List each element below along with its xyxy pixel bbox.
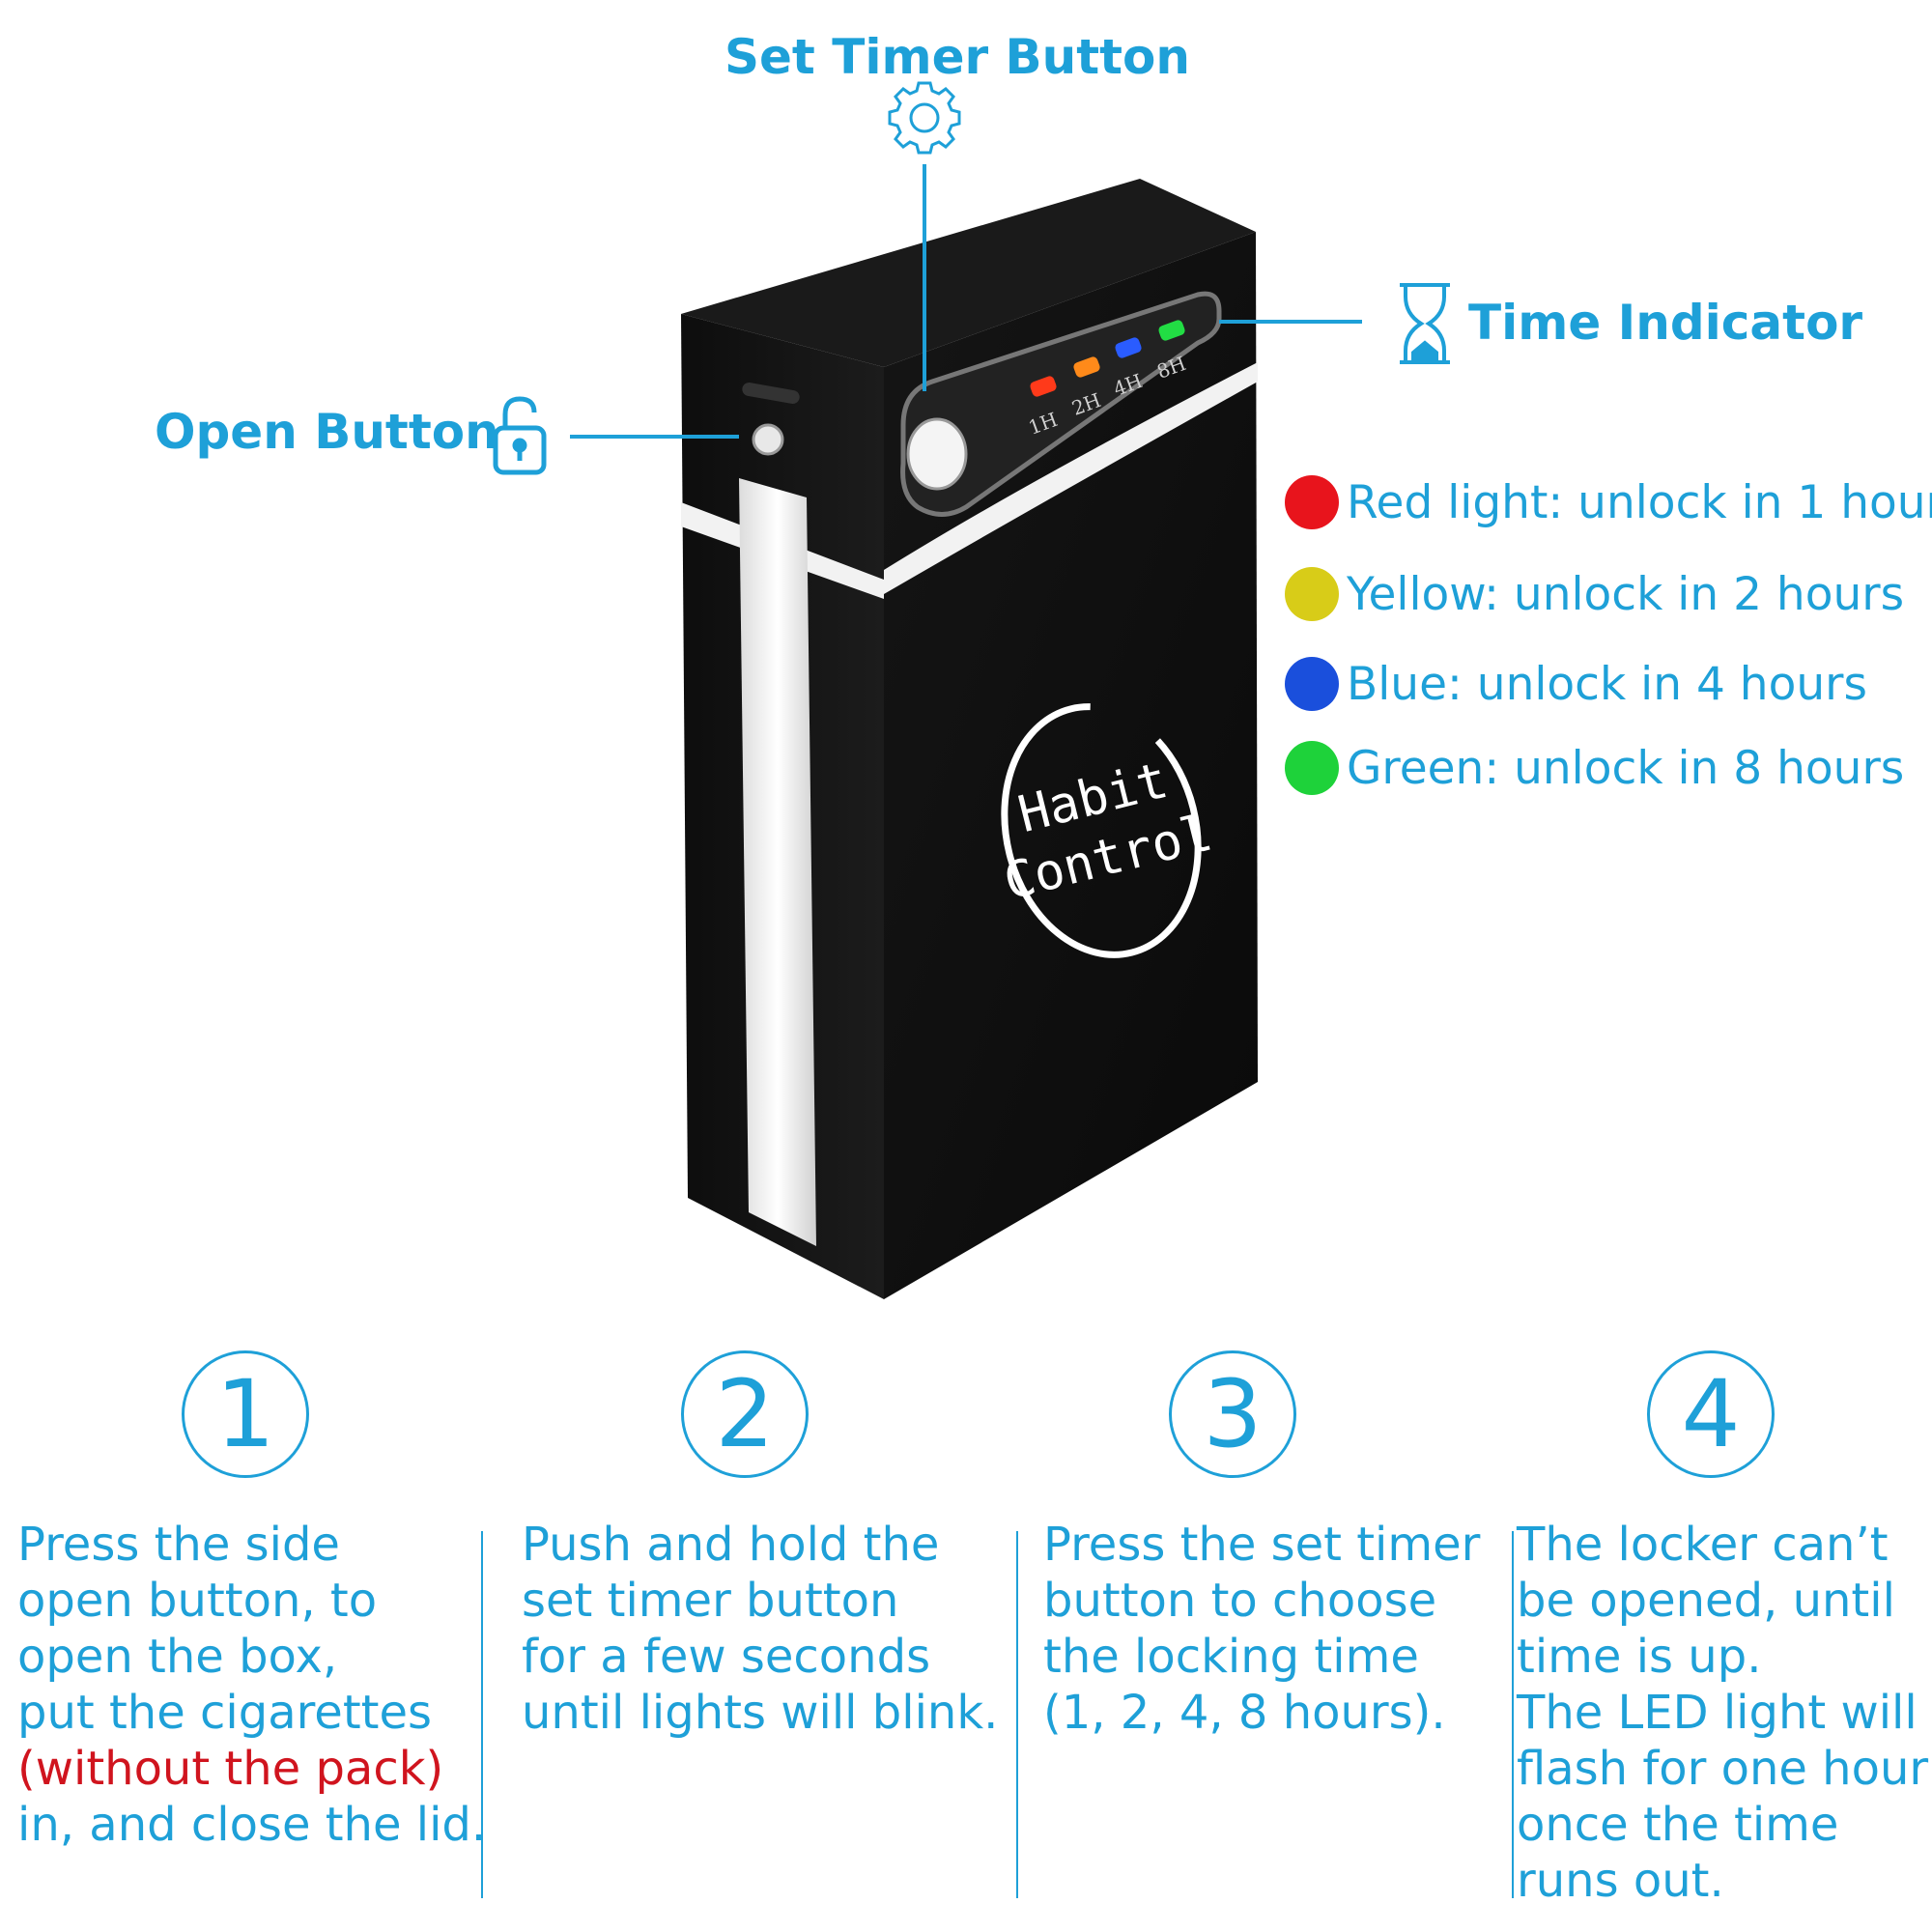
legend-text: Yellow: unlock in 2 hours xyxy=(1347,567,1905,621)
hourglass-icon xyxy=(1400,283,1450,364)
step-line: Press the set timer xyxy=(1043,1518,1481,1572)
step-divider-1 xyxy=(481,1531,483,1898)
step-line: open the box, xyxy=(17,1630,338,1684)
legend-row: Blue: unlock in 4 hours xyxy=(1285,655,1867,713)
step-line: open button, to xyxy=(17,1574,378,1628)
side-slot xyxy=(742,383,800,404)
legend-color-dot xyxy=(1285,657,1339,711)
set-timer-button xyxy=(906,417,968,491)
legend-row: Red light: unlock in 1 hour xyxy=(1285,473,1932,531)
side-strip xyxy=(739,478,816,1246)
led-1h xyxy=(1030,376,1057,397)
padlock-icon xyxy=(493,396,547,475)
step-line: button to choose xyxy=(1043,1574,1437,1628)
step-number-4: 4 xyxy=(1647,1350,1775,1478)
step-line: put the cigarettes xyxy=(17,1686,432,1740)
step-line: for a few seconds xyxy=(522,1630,931,1684)
device-top-face xyxy=(681,179,1256,367)
step-line: The locker can’t xyxy=(1517,1518,1889,1572)
legend-text: Blue: unlock in 4 hours xyxy=(1347,657,1867,711)
step-line: (without the pack) xyxy=(17,1742,444,1796)
step-line: (1, 2, 4, 8 hours). xyxy=(1043,1686,1446,1740)
legend-row: Green: unlock in 8 hours xyxy=(1285,739,1904,797)
step-line: Press the side xyxy=(17,1518,340,1572)
step-line: the locking time xyxy=(1043,1630,1419,1684)
legend-row: Yellow: unlock in 2 hours xyxy=(1285,565,1904,623)
gear-icon xyxy=(888,81,961,155)
led-8h xyxy=(1158,320,1185,341)
step-divider-3 xyxy=(1512,1531,1514,1898)
led-2h xyxy=(1073,356,1100,378)
open-button-callout: Open Button xyxy=(155,404,499,460)
step-number-3: 3 xyxy=(1169,1350,1296,1478)
step-number-2: 2 xyxy=(681,1350,809,1478)
lid-seam-front xyxy=(884,362,1258,594)
step-line: be opened, until xyxy=(1517,1574,1895,1628)
step-line: time is up. xyxy=(1517,1630,1762,1684)
step-number-1: 1 xyxy=(182,1350,309,1478)
set-timer-callout: Set Timer Button xyxy=(724,29,1191,85)
time-indicator-callout: Time Indicator xyxy=(1468,295,1863,351)
step-line: in, and close the lid. xyxy=(17,1798,487,1852)
step-line: Push and hold the xyxy=(522,1518,940,1572)
side-open-button xyxy=(752,423,784,456)
legend-text: Green: unlock in 8 hours xyxy=(1347,741,1905,795)
legend-text: Red light: unlock in 1 hour xyxy=(1347,475,1932,529)
legend-color-dot xyxy=(1285,741,1339,795)
step-line: runs out. xyxy=(1517,1854,1724,1908)
step-line: until lights will blink. xyxy=(522,1686,999,1740)
led-4h xyxy=(1115,337,1142,358)
step-line: flash for one hour xyxy=(1517,1742,1929,1796)
legend-color-dot xyxy=(1285,567,1339,621)
step-line: once the time xyxy=(1517,1798,1839,1852)
step-line: set timer button xyxy=(522,1574,899,1628)
legend-color-dot xyxy=(1285,475,1339,529)
step-divider-2 xyxy=(1016,1531,1018,1898)
step-line: The LED light will xyxy=(1517,1686,1918,1740)
